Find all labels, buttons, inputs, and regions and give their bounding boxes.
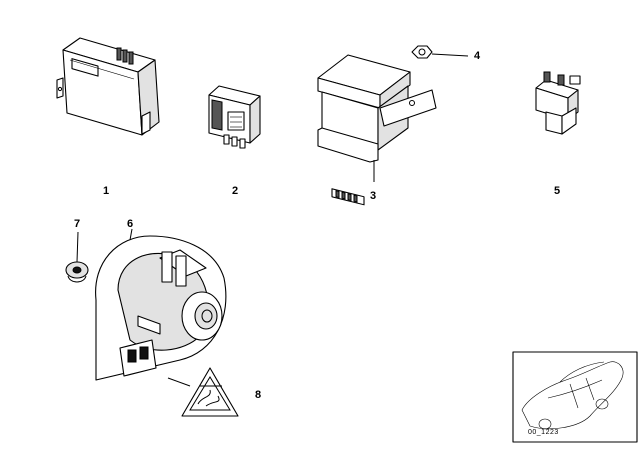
callout-label-6: 6 — [127, 218, 134, 230]
vehicle-thumbnail — [512, 351, 638, 443]
part-2-relay[interactable] — [208, 85, 261, 149]
callout-label-5: 5 — [554, 185, 561, 197]
callout-label-1: 1 — [103, 185, 110, 197]
reference-code: 00_1223 — [528, 429, 559, 436]
callout-label-4: 4 — [474, 50, 481, 62]
part-6-blower-housing[interactable] — [95, 228, 227, 381]
part-4-nut[interactable] — [411, 45, 469, 59]
part-3-bracketed-module[interactable] — [317, 54, 437, 206]
callout-label-7: 7 — [74, 218, 81, 230]
part-1-control-unit[interactable] — [56, 37, 160, 136]
callout-label-2: 2 — [232, 185, 239, 197]
callout-label-3: 3 — [370, 190, 377, 202]
part-8-warning-label[interactable] — [167, 367, 239, 417]
callout-label-8: 8 — [255, 389, 262, 401]
part-5-sensor[interactable] — [535, 71, 581, 135]
part-7-grommet[interactable] — [65, 231, 89, 283]
